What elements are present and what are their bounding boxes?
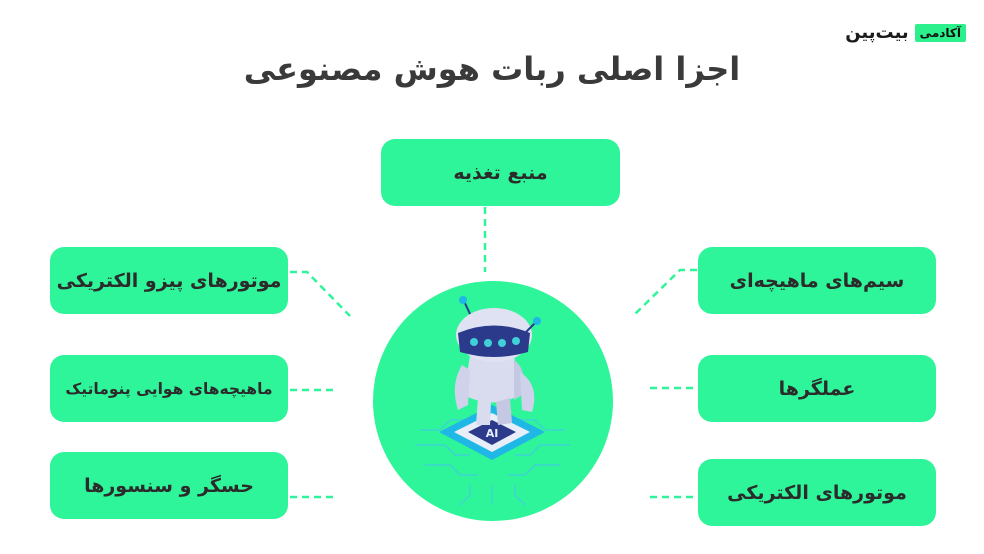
logo-name: بیت‌پین [845, 22, 909, 43]
box-sensors: حسگر و سنسورها [50, 452, 288, 519]
brand-logo: آکادمی بیت‌پین [845, 22, 966, 43]
connector-left-1 [290, 270, 351, 317]
box-muscle-wires: سیم‌های ماهیچه‌ای [698, 247, 936, 314]
box-pneumatic-muscles: ماهیچه‌های هوایی پنوماتیک [50, 355, 288, 422]
connector-right-1 [632, 268, 697, 317]
robot-head [456, 296, 541, 362]
logo-badge: آکادمی [914, 23, 966, 42]
box-actuators: عملگرها [698, 355, 936, 422]
box-electric-motors: موتورهای الکتریکی [698, 459, 936, 526]
box-power-supply: منبع تغذیه [381, 139, 620, 206]
robot-body [454, 350, 535, 425]
chip-label: AI [486, 427, 499, 440]
circuit-traces [415, 419, 570, 506]
page-title: اجزا اصلی ربات هوش مصنوعی [243, 50, 741, 88]
box-piezo-motors: موتورهای پیزو الکتریکی [50, 247, 288, 314]
